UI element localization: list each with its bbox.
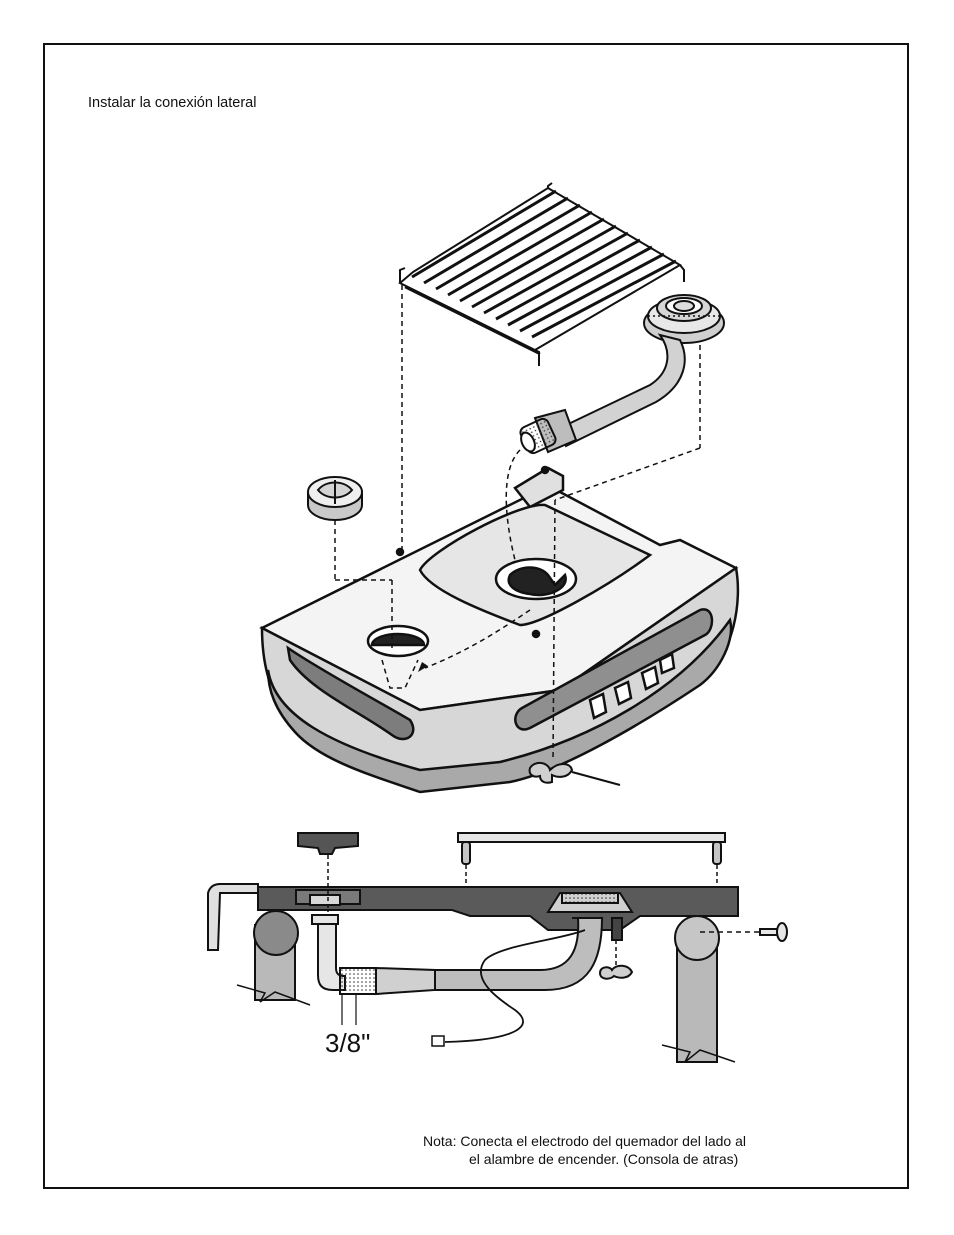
wing-nut	[528, 762, 621, 786]
assembly-guide-lines	[334, 285, 701, 761]
knob-side-view	[297, 832, 359, 855]
valve-assembly	[311, 914, 436, 996]
grate-side-view	[457, 832, 726, 865]
dimension-lines	[341, 995, 357, 1025]
electrode-wire	[444, 929, 586, 1043]
wing-nut-section	[598, 964, 634, 980]
section-guide-lines	[327, 855, 718, 965]
note-line-2: el alambre de encender. (Consola de atra…	[469, 1151, 739, 1167]
note-line-1: Nota: Conecta el electrodo del quemador …	[423, 1133, 746, 1149]
dimension-label: 3/8"	[325, 1028, 371, 1058]
support-legs	[253, 910, 720, 1063]
side-handle	[207, 883, 259, 951]
cooking-grate	[398, 182, 685, 366]
side-shelf-housing	[259, 465, 740, 794]
wire-connector	[431, 1035, 445, 1047]
arrow-head	[418, 662, 428, 672]
mounting-pin	[700, 922, 788, 942]
side-burner	[519, 294, 725, 455]
control-knob	[307, 476, 363, 521]
break-lines	[236, 984, 736, 1063]
page-title: Instalar la conexión lateral	[88, 95, 257, 111]
installation-note: Nota: Conecta el electrodo del quemador …	[423, 1132, 746, 1168]
page-frame	[43, 43, 909, 1189]
